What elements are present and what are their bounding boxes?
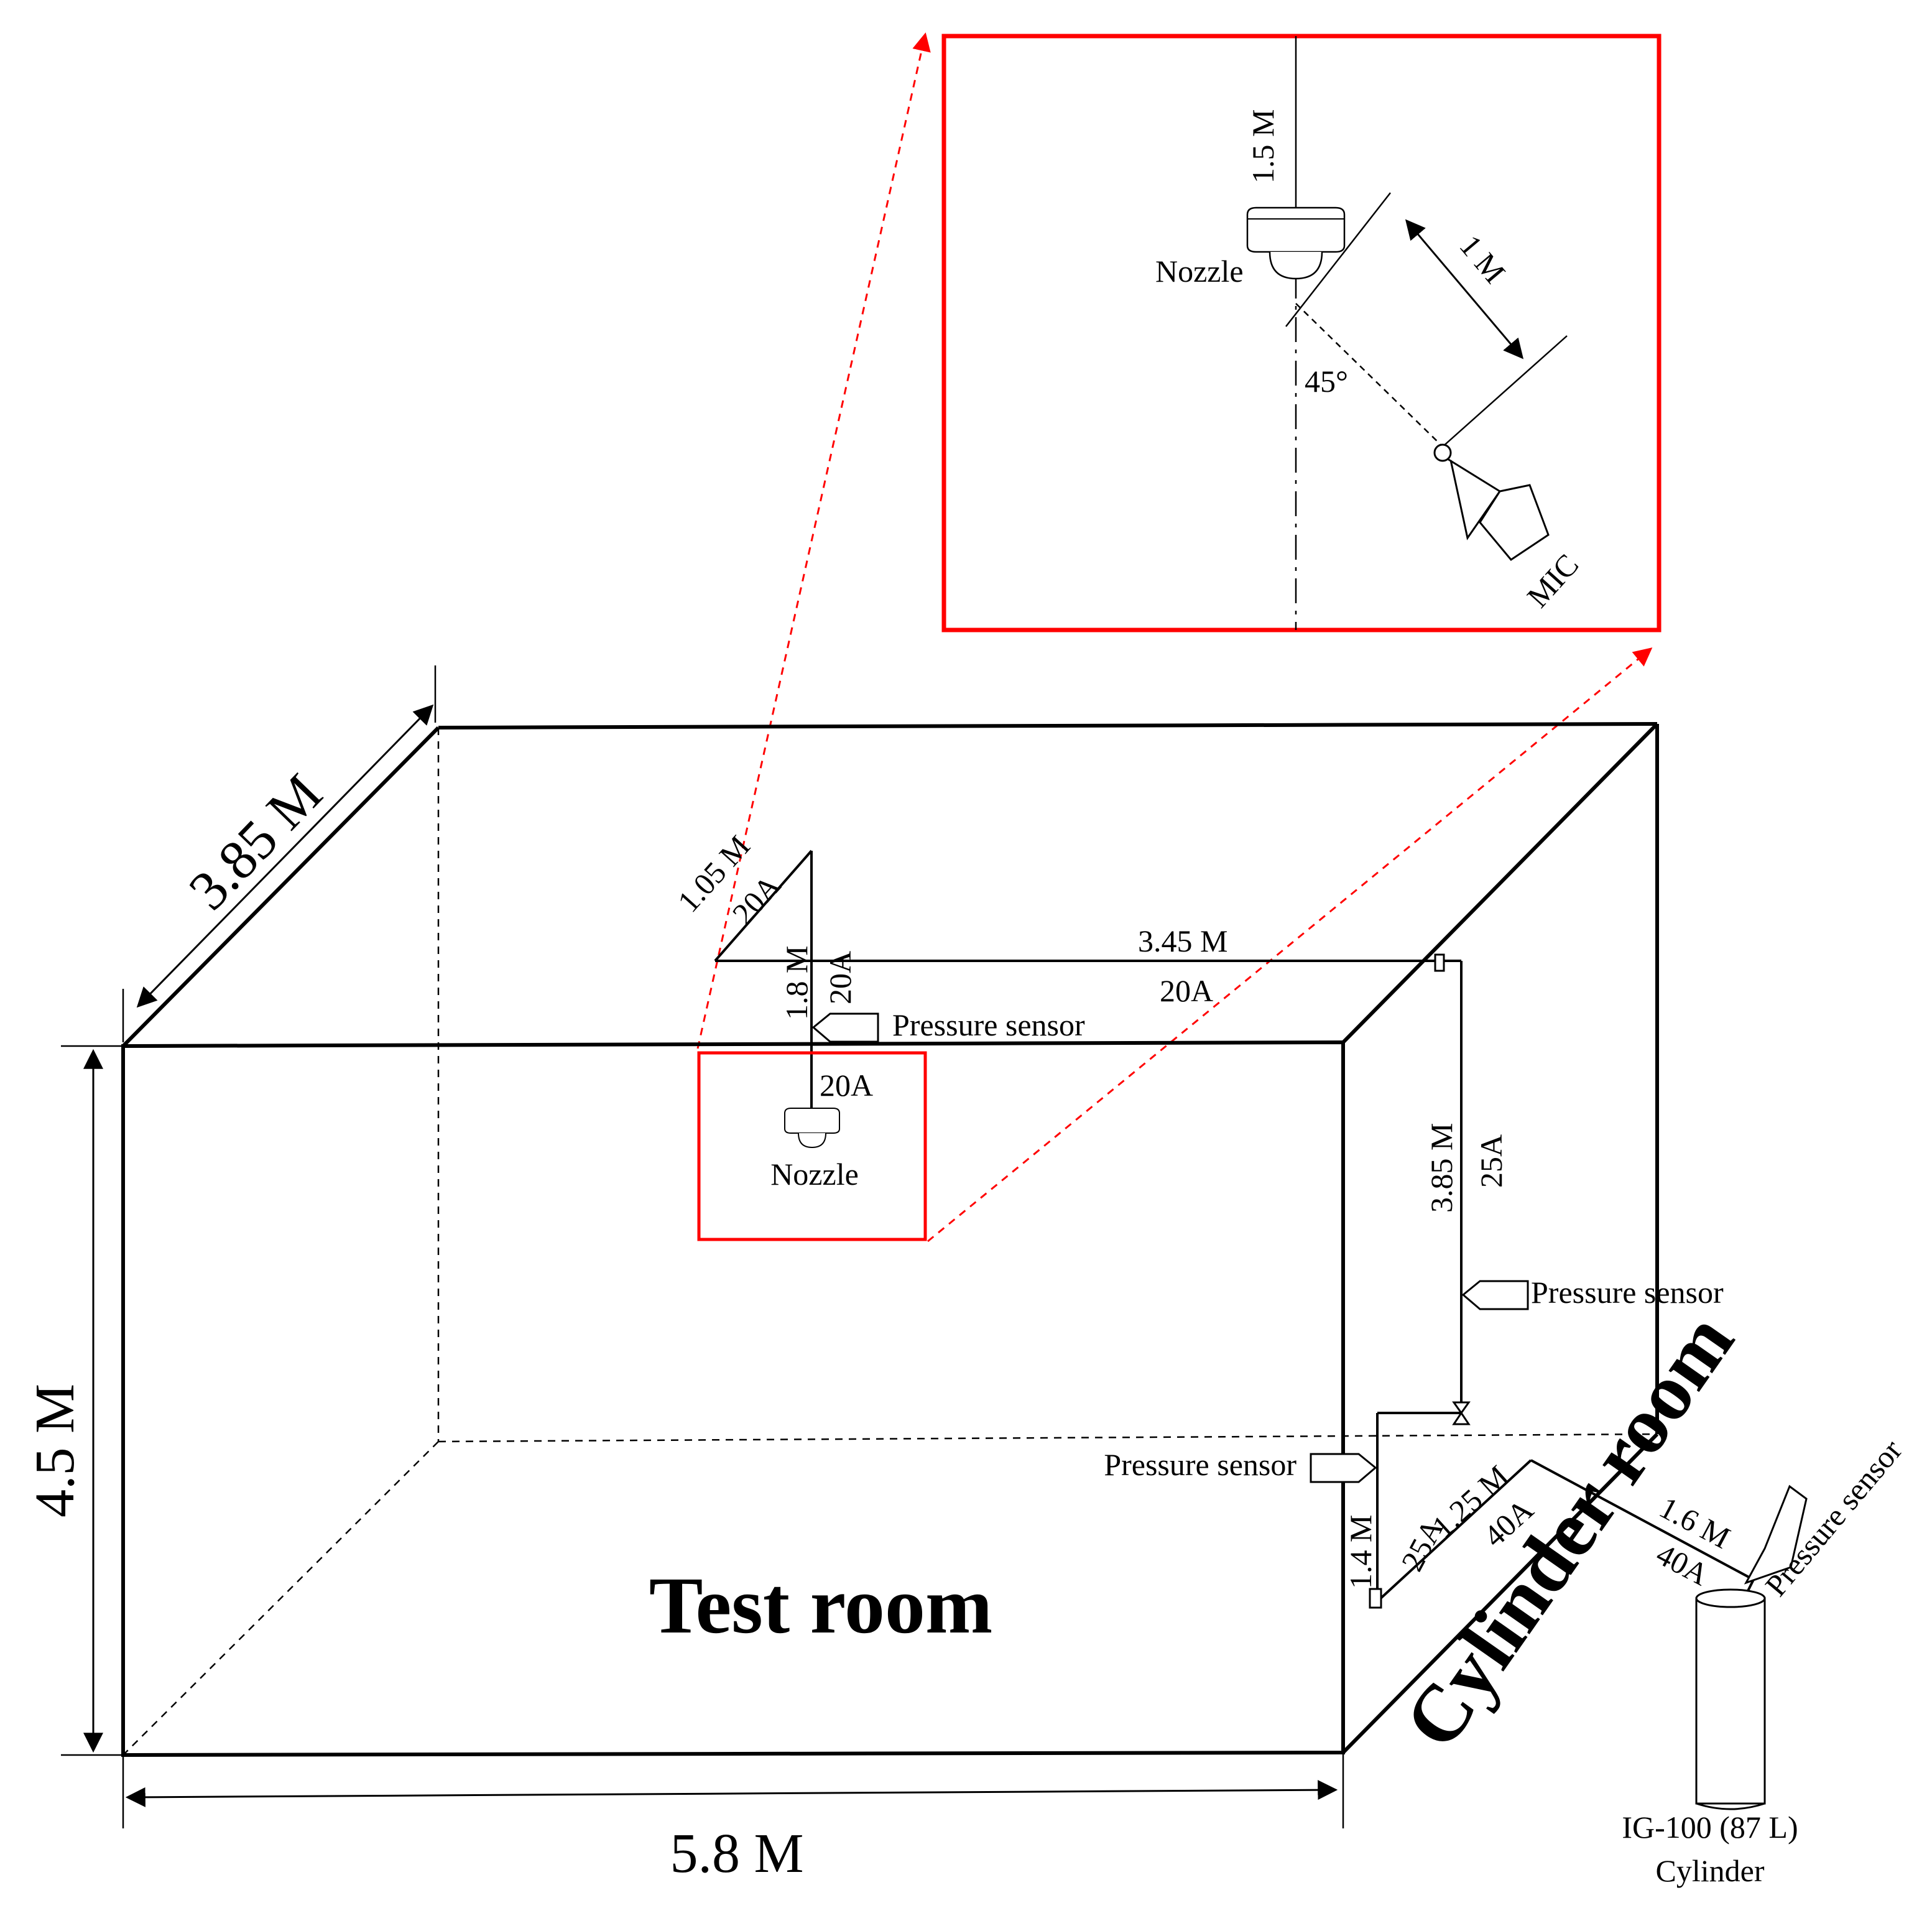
inset-connector-left: [696, 32, 931, 1049]
elbow-fitting-top: [1434, 953, 1445, 972]
angle-label: 45°: [1305, 364, 1348, 399]
pressure-sensor-icon: [811, 1012, 879, 1043]
riser-length-label: 3.85 M: [1424, 1123, 1459, 1213]
height-dimension: 4.5 M: [24, 1045, 123, 1756]
cylinder-label-line2: Cylinder: [1656, 1853, 1765, 1888]
width-label: 5.8 M: [670, 1823, 803, 1884]
mic-label: MIC: [1520, 547, 1586, 614]
ext-line-nozzle: [1285, 192, 1391, 327]
top-size-label: 20A: [1160, 973, 1213, 1008]
sensor-top-label: Pressure sensor: [892, 1007, 1085, 1042]
height-label: 4.5 M: [24, 1384, 86, 1517]
distance-arrow: [1405, 219, 1524, 359]
depth-dimension: 3.85 M: [122, 665, 437, 1042]
ext-line-mic: [1441, 335, 1568, 448]
nozzle-highlight-box: [697, 1051, 927, 1241]
cylinder-label-line1: IG-100 (87 L): [1622, 1810, 1798, 1845]
nozzle-size-label: 20A: [820, 1068, 873, 1103]
detail-inset: 1.5 M Nozzle 1 M 45° MIC: [941, 34, 1662, 632]
detail-nozzle-label: Nozzle: [1155, 254, 1244, 289]
diag-size-label: 20A: [726, 868, 787, 931]
sensor-riser-label: Pressure sensor: [1531, 1275, 1724, 1310]
riser-size-label: 25A: [1474, 1134, 1509, 1188]
depth-label: 3.85 M: [177, 762, 334, 922]
nozzle-icon: [1246, 206, 1346, 280]
drop-length-label: 1.8 M: [779, 946, 814, 1020]
nozzle-icon: [784, 1108, 840, 1149]
drop-size-label: 20A: [823, 951, 857, 1004]
cylinder-icon: [1695, 1588, 1766, 1810]
pipe-network: [714, 850, 1755, 1634]
microphone-icon: [1433, 443, 1550, 561]
nozzle-label: Nozzle: [770, 1157, 859, 1192]
low-vertical-length-label: 1.4 M: [1343, 1515, 1378, 1589]
sensor-bottom-label: Pressure sensor: [1104, 1447, 1296, 1482]
pressure-sensor-icon: [1744, 1484, 1808, 1585]
room-title: Test room: [649, 1561, 993, 1651]
elbow-fitting-bottom: [1369, 1588, 1382, 1609]
width-dimension: 5.8 M: [122, 1753, 1344, 1884]
detail-pipe-length: 1.5 M: [1246, 109, 1280, 183]
pressure-sensor-icon: [1310, 1453, 1377, 1483]
nozzle-mic-line: [1295, 303, 1443, 447]
pressure-sensor-icon: [1461, 1280, 1529, 1310]
distance-label: 1 M: [1453, 228, 1513, 290]
valve-icon: [1452, 1401, 1471, 1425]
detail-frame: [941, 34, 1662, 632]
top-length-label: 3.45 M: [1138, 924, 1227, 958]
inset-connector-right: [927, 647, 1653, 1243]
